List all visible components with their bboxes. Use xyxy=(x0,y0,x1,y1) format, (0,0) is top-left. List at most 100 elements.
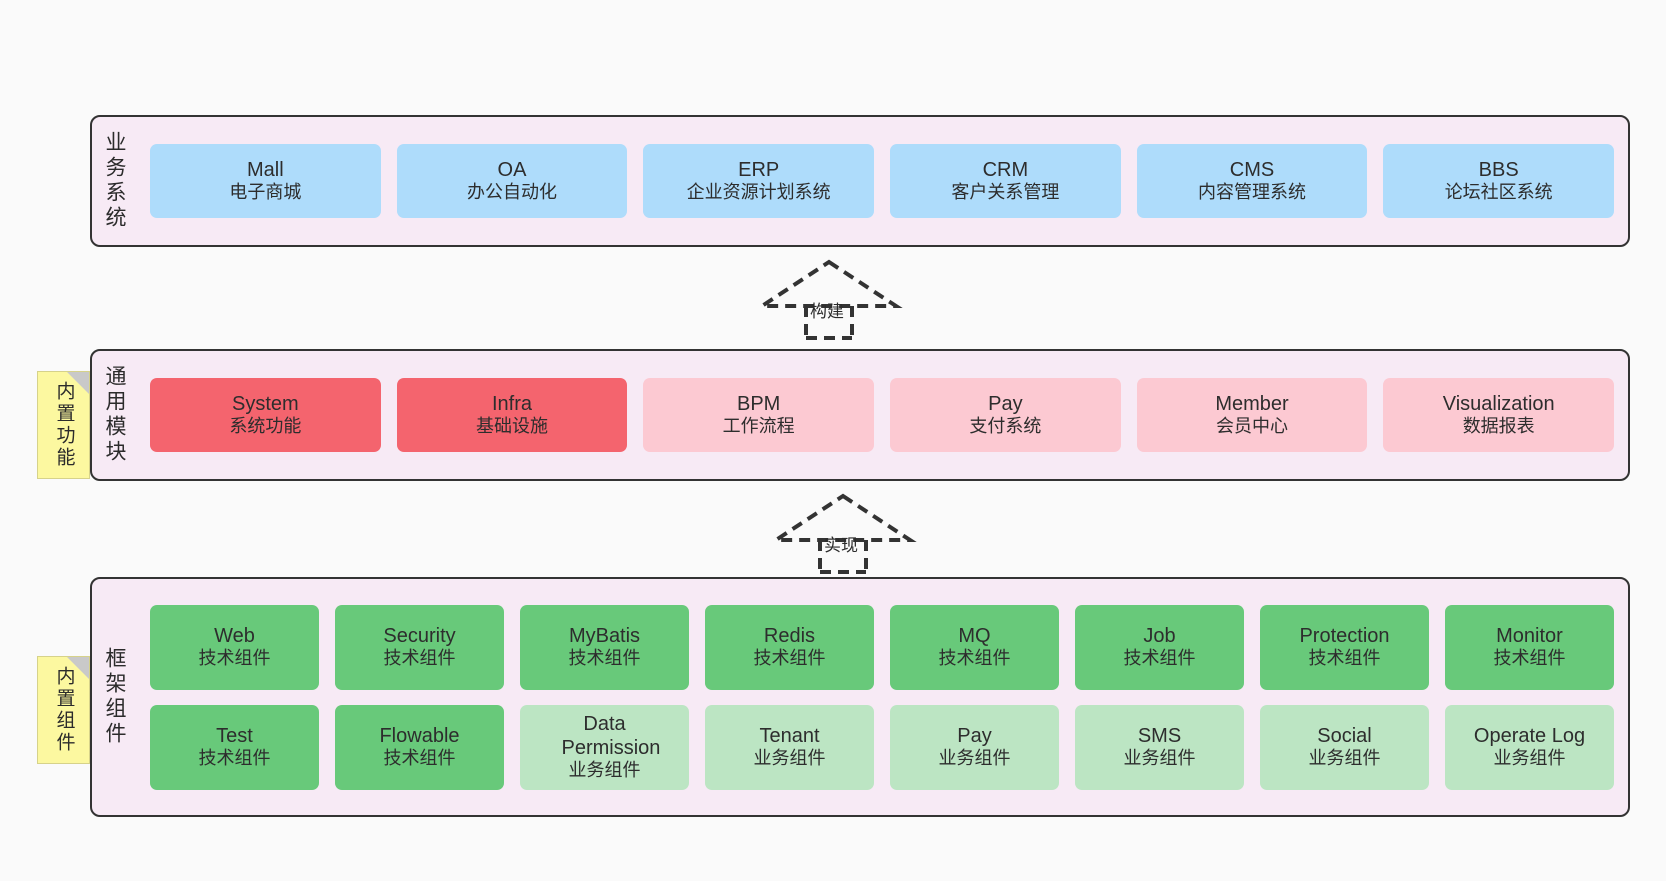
card-monitor[interactable]: Monitor 技术组件 xyxy=(1445,604,1614,690)
card-security[interactable]: Security 技术组件 xyxy=(335,604,504,690)
card-title-en: Redis xyxy=(763,624,816,647)
card-title-cn: 技术组件 xyxy=(568,648,641,669)
layer-framework-components: 框架组件 Web 技术组件 Security 技术组件 MyBatis 技术组件… xyxy=(90,577,1630,817)
connector-label-implement: 实现 xyxy=(824,536,858,555)
card-title-cn: 业务组件 xyxy=(568,760,641,781)
card-social[interactable]: Social 业务组件 xyxy=(1260,704,1429,790)
card-protection[interactable]: Protection 技术组件 xyxy=(1260,604,1429,690)
card-title-en: BBS xyxy=(1478,158,1519,181)
card-title-en: Member xyxy=(1215,392,1289,415)
card-sms[interactable]: SMS 业务组件 xyxy=(1075,704,1244,790)
card-member[interactable]: Member 会员中心 xyxy=(1136,378,1368,452)
card-pay-module[interactable]: Pay 支付系统 xyxy=(890,378,1121,452)
card-title-cn: 技术组件 xyxy=(1308,648,1381,669)
card-title-cn: 技术组件 xyxy=(198,648,271,669)
card-title-cn: 业务组件 xyxy=(1308,748,1381,769)
card-title-cn: 工作流程 xyxy=(722,416,795,437)
card-redis[interactable]: Redis 技术组件 xyxy=(705,604,874,690)
card-title-cn: 系统功能 xyxy=(229,416,302,437)
card-title-en: Operate Log xyxy=(1473,724,1586,747)
card-title-cn: 业务组件 xyxy=(1123,748,1196,769)
card-cms[interactable]: CMS 内容管理系统 xyxy=(1136,144,1368,218)
card-tenant[interactable]: Tenant 业务组件 xyxy=(705,704,874,790)
note-fold-corner-icon xyxy=(67,657,89,679)
card-title-en: BPM xyxy=(737,392,781,415)
layer-common-modules: 通用模块 System 系统功能 Infra 基础设施 BPM 工作流程 Pay… xyxy=(90,349,1630,481)
card-title-cn: 企业资源计划系统 xyxy=(686,182,831,203)
note-builtin-components: 内置组件 xyxy=(37,656,90,764)
card-title-en: Social xyxy=(1317,724,1372,747)
card-system[interactable]: System 系统功能 xyxy=(150,378,381,452)
card-row: Mall 电子商城 OA 办公自动化 ERP 企业资源计划系统 CRM 客户关系… xyxy=(150,144,1615,218)
card-title-en: Security xyxy=(383,624,456,647)
card-title-cn: 技术组件 xyxy=(938,648,1011,669)
generalization-arrowhead xyxy=(769,493,917,542)
card-title-cn: 业务组件 xyxy=(938,748,1011,769)
card-title-cn: 技术组件 xyxy=(383,648,456,669)
card-erp[interactable]: ERP 企业资源计划系统 xyxy=(643,144,875,218)
card-crm[interactable]: CRM 客户关系管理 xyxy=(890,144,1121,218)
card-bpm[interactable]: BPM 工作流程 xyxy=(643,378,875,452)
card-pay-component[interactable]: Pay 业务组件 xyxy=(890,704,1059,790)
card-title-cn: 技术组件 xyxy=(383,748,456,769)
card-oa[interactable]: OA 办公自动化 xyxy=(396,144,628,218)
card-title-en: MyBatis xyxy=(568,624,641,647)
card-title-en: Infra xyxy=(491,392,533,415)
card-title-cn: 技术组件 xyxy=(1123,648,1196,669)
card-title-cn: 技术组件 xyxy=(753,648,826,669)
card-title-en: OA xyxy=(497,158,527,181)
card-mall[interactable]: Mall 电子商城 xyxy=(150,144,381,218)
card-title-en: Tenant xyxy=(759,724,820,747)
card-mq[interactable]: MQ 技术组件 xyxy=(890,604,1059,690)
card-data-permission[interactable]: Data Permission 业务组件 xyxy=(520,704,689,790)
card-title-en: SMS xyxy=(1137,724,1182,747)
card-title-en: Monitor xyxy=(1496,624,1563,647)
card-title-en: Flowable xyxy=(379,724,460,747)
layer-title-common-modules: 通用模块 xyxy=(103,365,127,465)
card-row-business: Test 技术组件 Flowable 技术组件 Data Permission … xyxy=(150,704,1614,790)
layer-title-business-systems: 业务系统 xyxy=(103,131,127,231)
card-title-en: CMS xyxy=(1229,158,1275,181)
card-title-cn: 论坛社区系统 xyxy=(1444,182,1553,203)
note-label: 内置功能 xyxy=(53,381,75,469)
connector-implement: 实现 xyxy=(769,492,917,574)
card-title-en: Mall xyxy=(247,158,284,181)
card-title-cn: 基础设施 xyxy=(476,416,548,437)
card-bbs[interactable]: BBS 论坛社区系统 xyxy=(1383,144,1615,218)
note-builtin-features: 内置功能 xyxy=(37,371,90,479)
card-title-en: Pay xyxy=(957,724,992,747)
card-title-en: System xyxy=(231,392,299,415)
card-operate-log[interactable]: Operate Log 业务组件 xyxy=(1445,704,1614,790)
card-title-en: MQ xyxy=(958,624,991,647)
layer-business-systems: 业务系统 Mall 电子商城 OA 办公自动化 ERP 企业资源计划系统 CRM… xyxy=(90,115,1630,247)
card-row: System 系统功能 Infra 基础设施 BPM 工作流程 Pay 支付系统… xyxy=(150,378,1615,452)
card-title-cn: 会员中心 xyxy=(1216,416,1289,437)
card-test[interactable]: Test 技术组件 xyxy=(150,704,319,790)
card-mybatis[interactable]: MyBatis 技术组件 xyxy=(520,604,689,690)
connector-label-build: 构建 xyxy=(810,302,844,321)
card-title-en: Protection xyxy=(1299,624,1390,647)
card-job[interactable]: Job 技术组件 xyxy=(1075,604,1244,690)
card-title-en: ERP xyxy=(738,158,780,181)
card-title-cn: 电子商城 xyxy=(229,182,302,203)
layer-body-common-modules: System 系统功能 Infra 基础设施 BPM 工作流程 Pay 支付系统… xyxy=(136,351,1628,479)
card-title-cn: 支付系统 xyxy=(969,416,1042,437)
card-title-cn: 业务组件 xyxy=(753,748,826,769)
card-title-cn: 客户关系管理 xyxy=(951,182,1060,203)
connector-build: 构建 xyxy=(755,258,903,340)
card-row-technical: Web 技术组件 Security 技术组件 MyBatis 技术组件 Redi… xyxy=(150,604,1614,690)
card-title-cn: 办公自动化 xyxy=(467,182,557,203)
card-title-en: Data Permission xyxy=(561,712,661,760)
card-visualization[interactable]: Visualization 数据报表 xyxy=(1383,378,1615,452)
card-flowable[interactable]: Flowable 技术组件 xyxy=(335,704,504,790)
note-label: 内置组件 xyxy=(53,666,75,754)
card-title-cn: 技术组件 xyxy=(198,748,271,769)
card-web[interactable]: Web 技术组件 xyxy=(150,604,319,690)
card-infra[interactable]: Infra 基础设施 xyxy=(396,378,628,452)
card-title-en: Job xyxy=(1143,624,1176,647)
layer-title-framework-components: 框架组件 xyxy=(103,647,127,747)
generalization-arrowhead xyxy=(755,259,903,308)
card-title-en: Web xyxy=(214,624,255,647)
card-title-en: Visualization xyxy=(1442,392,1555,415)
